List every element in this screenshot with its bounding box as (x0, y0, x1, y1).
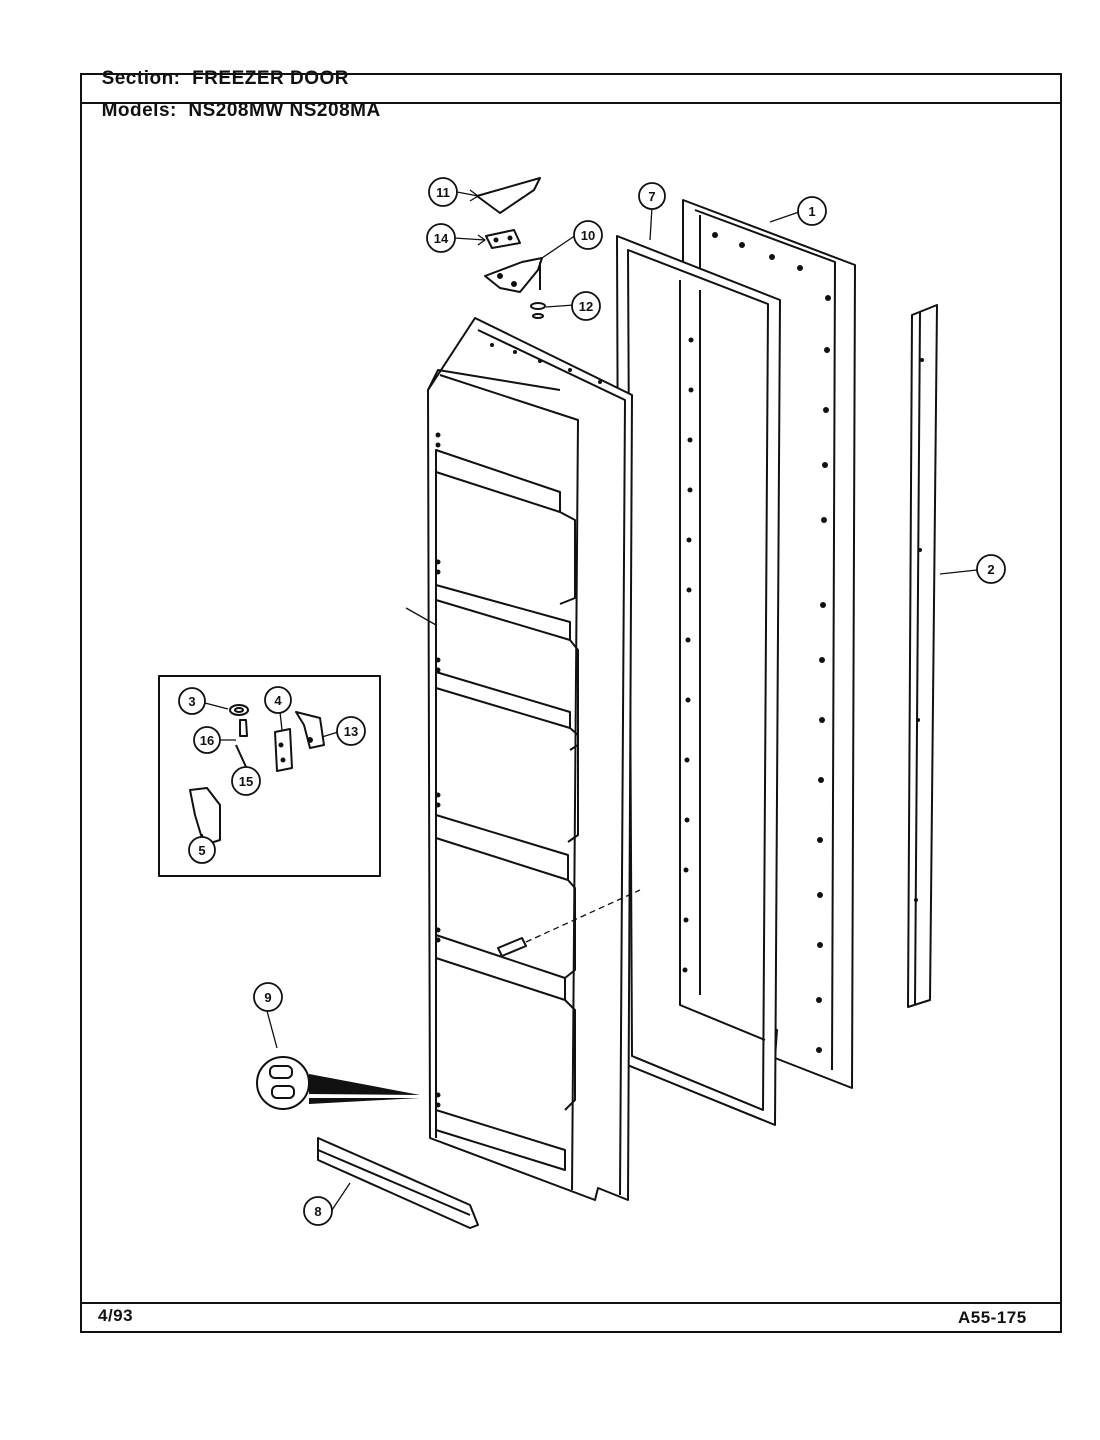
callout-7 (638, 182, 666, 210)
callout-11 (428, 177, 458, 207)
callout-3-label: 3 (188, 694, 195, 709)
callout-16 (193, 726, 221, 754)
footer-code: A55-175 (958, 1308, 1027, 1327)
models-heading: Models: NS208MW NS208MA (90, 78, 381, 122)
callout-4-label: 4 (274, 693, 282, 708)
door-handle-trim (907, 304, 938, 1008)
callout-13-label: 13 (344, 724, 358, 739)
callout-10 (573, 220, 603, 250)
models-label: Models: (101, 100, 177, 121)
callout-16-label: 16 (200, 733, 214, 748)
bottom-trim (317, 1137, 479, 1229)
callout-1 (797, 196, 827, 226)
callout-14 (426, 223, 456, 253)
footer-date: 4/93 (98, 1306, 134, 1325)
callout-13 (336, 716, 366, 746)
door-gasket (616, 235, 781, 1126)
callout-5 (188, 836, 216, 864)
callout-12 (571, 291, 601, 321)
callout-9-label: 9 (264, 990, 271, 1005)
callout-2-label: 2 (987, 562, 994, 577)
callout-3 (178, 687, 206, 715)
callout-12-label: 12 (579, 299, 593, 314)
door-liner (405, 317, 641, 1201)
diagram-frame (80, 73, 1062, 1333)
callout-9 (253, 982, 283, 1012)
callout-11-label: 11 (436, 185, 450, 200)
callout-4 (264, 686, 292, 714)
callout-8 (303, 1196, 333, 1226)
callout-14-label: 14 (434, 231, 449, 246)
hinge-pin-detail (256, 1056, 420, 1110)
callout-7-label: 7 (648, 189, 655, 204)
top-hinge-parts (476, 177, 546, 319)
models-value: NS208MW NS208MA (188, 100, 381, 121)
callout-1-label: 1 (808, 204, 815, 219)
callout-15-label: 15 (239, 774, 253, 789)
callout-10-label: 10 (581, 228, 595, 243)
callout-15 (231, 766, 261, 796)
callout-5-label: 5 (198, 843, 205, 858)
callout-8-label: 8 (314, 1204, 321, 1219)
callout-2 (976, 554, 1006, 584)
